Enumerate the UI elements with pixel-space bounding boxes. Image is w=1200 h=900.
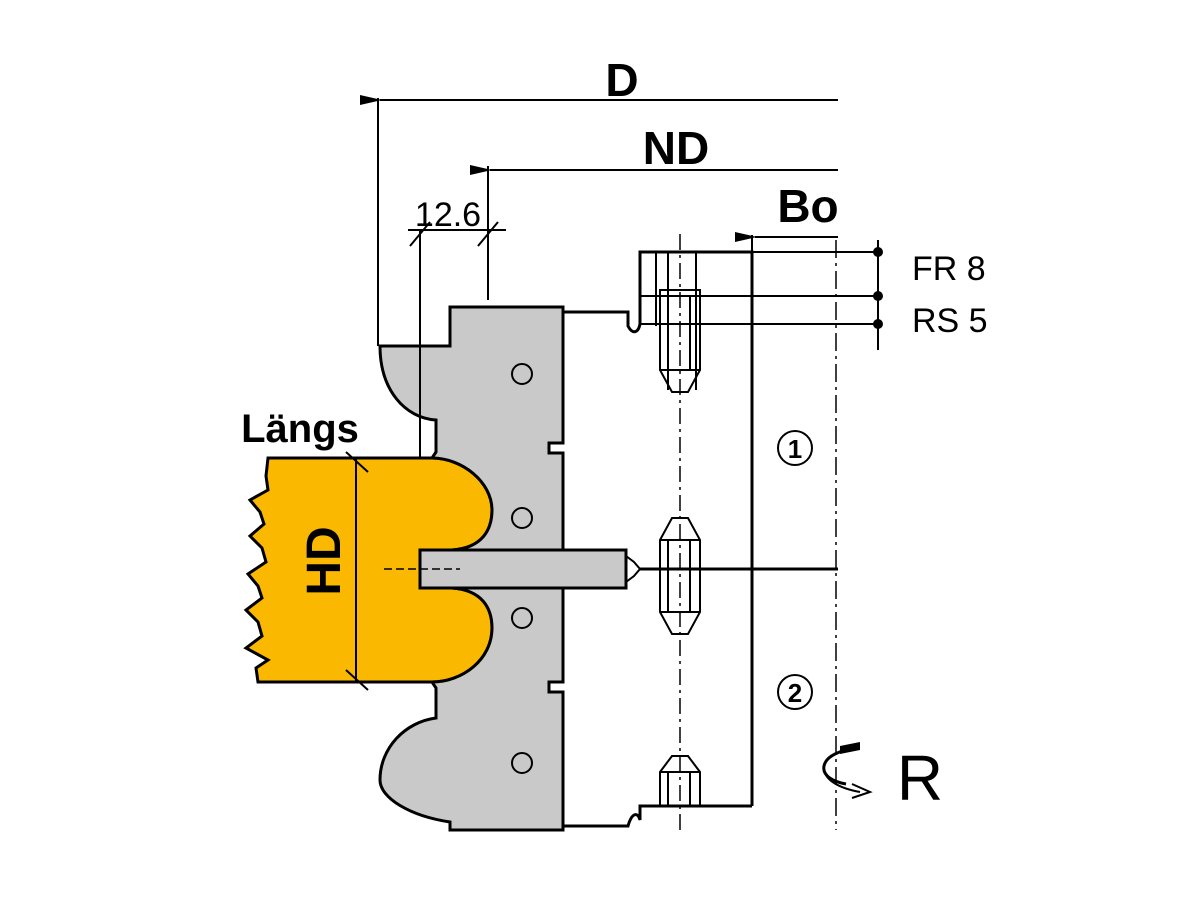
cutter-hole-1 [511,363,533,385]
rotation-mark [840,742,860,754]
fr-dot-1 [873,247,883,257]
fr-dot-2 [873,291,883,301]
cutter-hole-2 [511,507,533,529]
pin-middle [659,517,701,635]
circle-2-ring [777,674,813,710]
shaft-bar [418,548,628,590]
label-12-6: 12.6 [415,196,481,234]
hd-dimension [345,451,369,691]
circle-1-ring [777,430,813,466]
label-hd: HD [298,526,351,595]
label-nd: ND [643,122,709,174]
rotation-arrow-icon [822,746,873,799]
label-r: R [897,742,943,814]
label-laengs: Längs [241,407,359,451]
rs-dot [873,319,883,329]
label-rs: RS 5 [912,302,988,340]
label-circle-1: 1 [788,434,802,464]
label-d: D [605,54,638,106]
pin-top [659,289,701,393]
pin-bottom [659,755,701,806]
fr-rs-dimension [640,240,879,350]
cutter-hole-4 [511,752,533,774]
cutter-hole-3 [511,607,533,629]
label-fr: FR 8 [912,250,986,288]
dim-12-6 [408,221,506,458]
label-bo: Bo [777,180,838,232]
label-circle-2: 2 [788,678,802,708]
